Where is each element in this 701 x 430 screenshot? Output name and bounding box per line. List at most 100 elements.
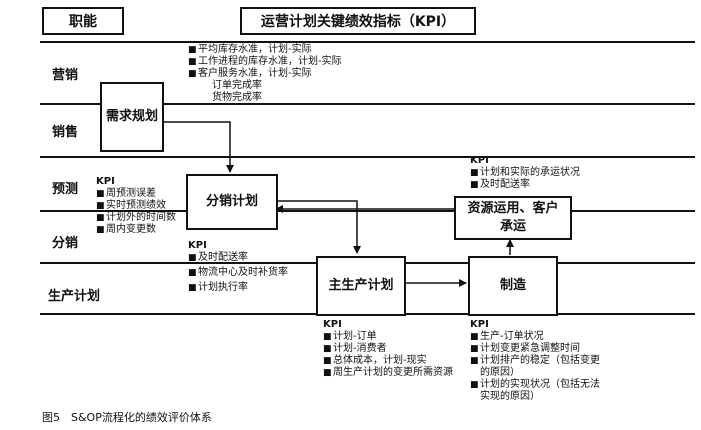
resource-planning-box: 资源运用、客户 承运 [454, 196, 572, 240]
bullet-icon: ■ [470, 332, 479, 342]
kpi-item: ■计划变更紧急调整时间 [470, 343, 600, 355]
row-label-production-planning: 生产计划 [48, 289, 101, 304]
kpi-item: ■周内变更数 [96, 224, 176, 236]
kpi-item-text: 平均库存水准，计划-实际 [198, 44, 312, 55]
lane-divider [40, 210, 695, 212]
kpi-item: ■及时配送率 [188, 252, 288, 264]
kpi-item-continuation: 的原因） [480, 367, 520, 378]
bullet-icon: ■ [470, 168, 479, 178]
kpi-item: ■计划-消费者 [323, 343, 453, 355]
bullet-icon: ■ [470, 180, 479, 190]
kpi-item-text: 及时配送率 [198, 252, 248, 263]
kpi-title: KPI [188, 240, 207, 251]
kpi-item: ■平均库存水准，计划-实际 [188, 44, 342, 56]
lane-divider [40, 103, 695, 105]
kpi-title-header: 运营计划关键绩效指标（KPI） [240, 7, 476, 35]
bullet-icon: ■ [188, 268, 197, 278]
resource-planning-label-line1: 资源运用、客户 [467, 201, 559, 216]
bullet-icon: ■ [96, 189, 105, 199]
kpi-item: ■周预测误差 [96, 188, 176, 200]
bullet-icon: ■ [188, 45, 197, 55]
bullet-icon: ■ [188, 57, 197, 67]
demand-planning-box: 需求规划 [100, 82, 164, 152]
kpi-item-text: 客户服务水准，计划-实际 [198, 68, 312, 79]
kpi-item-text: 计划排产的稳定（包括变更 [480, 355, 600, 366]
kpi-item-text: 实时预测绩效 [106, 200, 166, 211]
kpi-title: KPI [470, 155, 489, 166]
kpi-item-text: 生产-订单状况 [480, 331, 544, 342]
arrow-distribution-to-master [276, 200, 361, 254]
kpi-group-master-production: KPI ■计划-订单 ■计划-消费者 ■总体成本，计划-现实 ■周生产计划的变更… [323, 319, 453, 379]
kpi-group-forecast: KPI ■周预测误差 ■实时预测绩效 ■计划外的时间数 ■周内变更数 [96, 176, 176, 236]
kpi-item: ■计划执行率 [188, 282, 288, 294]
distribution-planning-box: 分销计划 [186, 174, 278, 230]
kpi-item-text: 计划变更紧急调整时间 [480, 343, 580, 354]
kpi-item: ■计划排产的稳定（包括变更 [470, 355, 600, 367]
kpi-item-text: 总体成本，计划-现实 [333, 355, 427, 366]
bullet-icon: ■ [470, 380, 479, 390]
kpi-item: ■客户服务水准，计划-实际 [188, 68, 342, 80]
kpi-title-label: 运营计划关键绩效指标（KPI） [260, 14, 456, 30]
kpi-item: ■物流中心及时补货率 [188, 267, 288, 279]
resource-planning-label-line2: 承运 [499, 219, 526, 234]
bullet-icon: ■ [470, 356, 479, 366]
bullet-icon: ■ [96, 201, 105, 211]
kpi-item: ■总体成本，计划-现实 [323, 355, 453, 367]
master-production-box: 主生产计划 [316, 256, 406, 316]
manufacturing-label: 制造 [499, 278, 526, 293]
kpi-item-text: 周内变更数 [106, 224, 156, 235]
bullet-icon: ■ [188, 283, 197, 293]
kpi-item-text: 周预测误差 [106, 188, 156, 199]
row-label-distribution: 分销 [52, 236, 79, 251]
bullet-icon: ■ [96, 225, 105, 235]
kpi-title: KPI [323, 319, 342, 330]
bullet-icon: ■ [188, 253, 197, 263]
demand-planning-label: 需求规划 [105, 109, 158, 124]
bullet-icon: ■ [323, 368, 332, 378]
kpi-item-text: 计划执行率 [198, 282, 248, 293]
bullet-icon: ■ [470, 344, 479, 354]
row-label-forecast: 预测 [52, 182, 79, 197]
lane-divider [40, 156, 695, 158]
kpi-item: ■生产-订单状况 [470, 331, 600, 343]
kpi-item-continuation: 实现的原因） [480, 391, 540, 402]
kpi-group-resource: KPI ■计划和实际的承运状况 ■及时配送率 [470, 155, 580, 191]
figure-caption: 图5 S&OP流程化的绩效评价体系 [42, 411, 212, 424]
arrow-demand-to-distribution [162, 121, 234, 173]
kpi-item: ■计划的实现状况（包括无法 [470, 379, 600, 391]
kpi-item-text: 物流中心及时补货率 [198, 267, 288, 278]
bullet-icon: ■ [96, 213, 105, 223]
kpi-item-text: 及时配送率 [480, 179, 530, 190]
kpi-item: ■计划外的时间数 [96, 212, 176, 224]
kpi-item-text: 工作进程的库存水准，计划-实际 [198, 56, 342, 67]
bullet-icon: ■ [323, 332, 332, 342]
kpi-subitem: 订单完成率 [212, 80, 262, 91]
kpi-item: ■计划和实际的承运状况 [470, 167, 580, 179]
kpi-subitem: 货物完成率 [212, 92, 262, 103]
row-label-marketing: 营销 [52, 68, 79, 83]
bullet-icon: ■ [323, 344, 332, 354]
kpi-item-text: 计划外的时间数 [106, 212, 176, 223]
kpi-item: ■周生产计划的变更所需资源 [323, 367, 453, 379]
kpi-group-marketing-sales: ■平均库存水准，计划-实际 ■工作进程的库存水准，计划-实际 ■客户服务水准，计… [188, 44, 342, 104]
kpi-item-text: 周生产计划的变更所需资源 [333, 367, 453, 378]
bullet-icon: ■ [323, 356, 332, 366]
kpi-item-text: 计划和实际的承运状况 [480, 167, 580, 178]
kpi-title: KPI [470, 319, 489, 330]
kpi-title: KPI [96, 176, 115, 187]
lane-divider [40, 41, 695, 43]
master-production-label: 主生产计划 [328, 278, 394, 293]
row-label-sales: 销售 [52, 125, 79, 140]
kpi-item: ■实时预测绩效 [96, 200, 176, 212]
kpi-item-text: 计划-订单 [333, 331, 377, 342]
kpi-item: ■工作进程的库存水准，计划-实际 [188, 56, 342, 68]
kpi-item-text: 计划-消费者 [333, 343, 387, 354]
kpi-group-manufacturing: KPI ■生产-订单状况 ■计划变更紧急调整时间 ■计划排产的稳定（包括变更 的… [470, 319, 600, 403]
function-header-label: 职能 [69, 14, 97, 30]
manufacturing-box: 制造 [468, 256, 558, 316]
kpi-item-text: 计划的实现状况（包括无法 [480, 379, 600, 390]
function-header: 职能 [42, 7, 124, 35]
bullet-icon: ■ [188, 69, 197, 79]
